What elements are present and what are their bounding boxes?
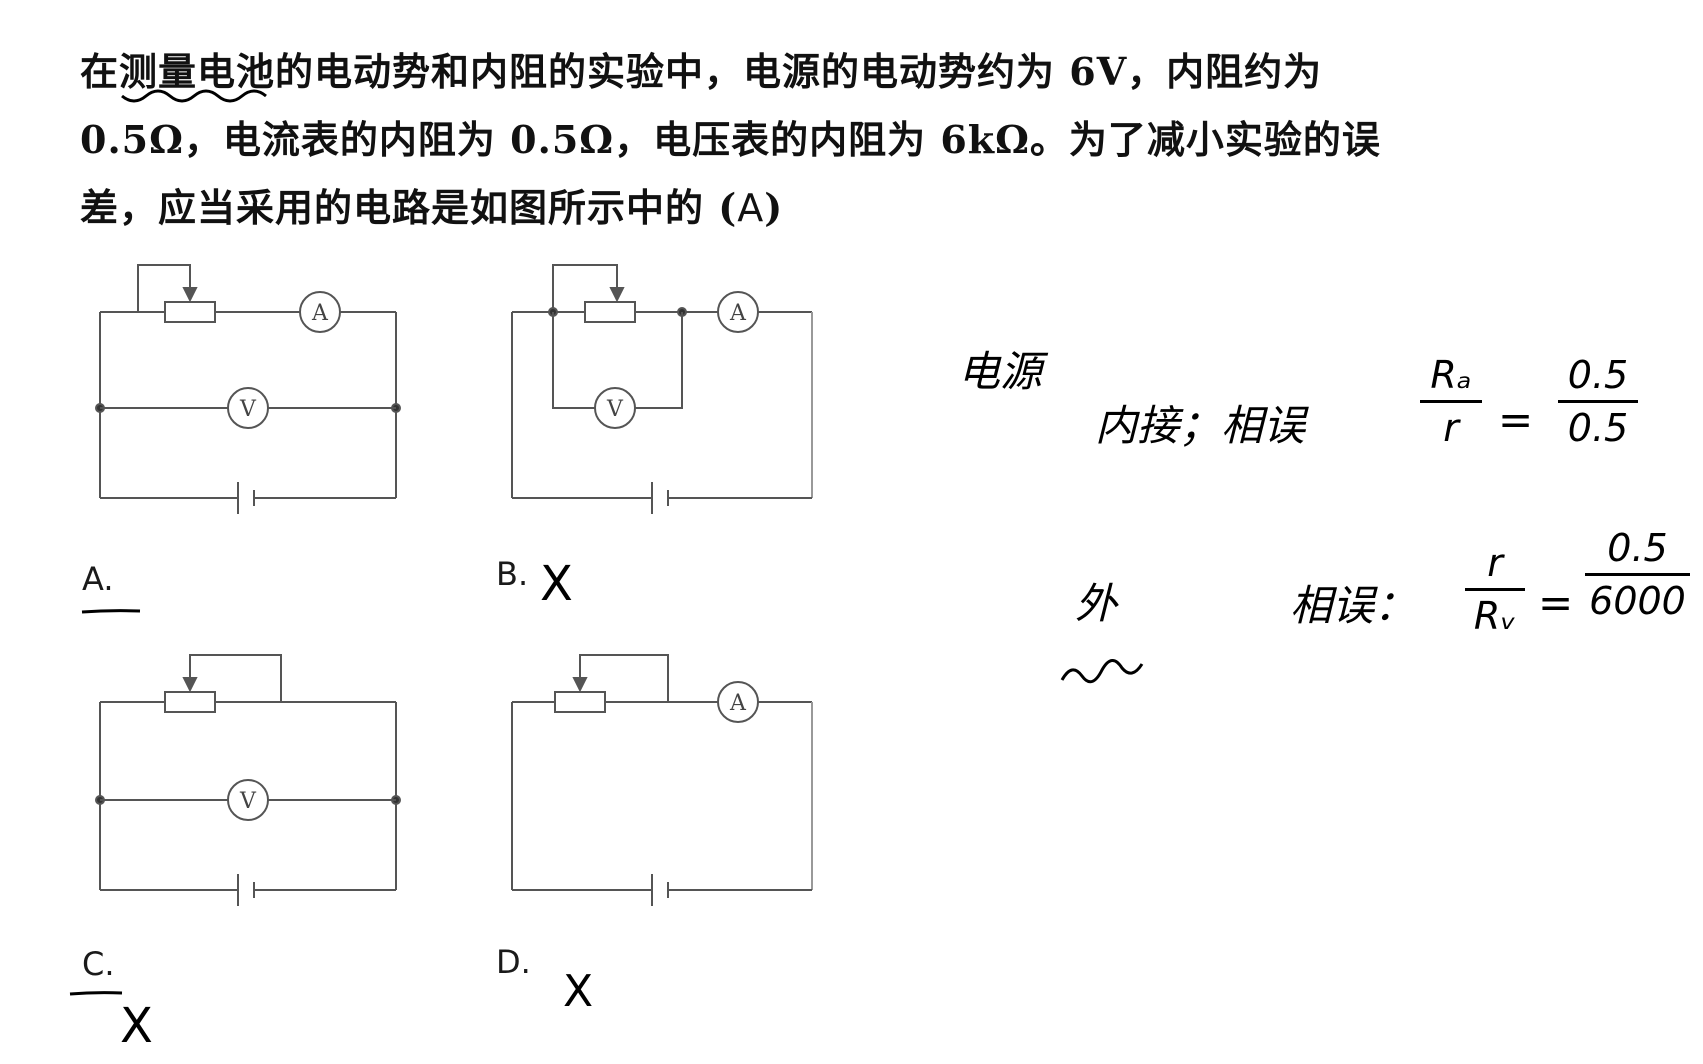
mark-d: X — [563, 966, 594, 1017]
note-external: 外 — [1075, 579, 1118, 628]
question-line3-post: ) — [764, 185, 784, 230]
frac-internal-1: Rₐ r — [1420, 352, 1482, 451]
circuit-d — [511, 654, 813, 906]
ammeter-a-label: A — [311, 301, 329, 326]
option-b-label: B. — [496, 555, 529, 593]
ammeter-d-label: A — [729, 691, 747, 716]
ammeter-a: A — [299, 291, 341, 333]
eq-internal: = — [1498, 395, 1534, 444]
ammeter-d: A — [717, 681, 759, 723]
question-line-1: 在测量电池的电动势和内阻的实验中，电源的电动势约为 6V，内阻约为 — [80, 38, 1530, 106]
frac-external-2-num: 0.5 — [1607, 526, 1668, 570]
frac-internal-2-den: 0.5 — [1567, 406, 1629, 450]
rheostat-d — [554, 691, 606, 713]
option-a-label: A. — [82, 560, 114, 598]
voltmeter-c-label: V — [239, 789, 257, 814]
rheostat-c — [164, 691, 216, 713]
frac-internal-1-den: r — [1443, 406, 1459, 450]
option-c-label: C. — [82, 945, 115, 983]
frac-internal-2-num: 0.5 — [1567, 353, 1629, 397]
question-line3-pre: 差，应当采用的电路是如图所示中的 ( — [80, 185, 738, 230]
note-external-err: 相误： — [1290, 581, 1417, 630]
ammeter-b-label: A — [729, 301, 747, 326]
note-source: 电源 — [958, 347, 1043, 396]
frac-internal-1-num: Rₐ — [1430, 353, 1472, 397]
voltmeter-b-label: V — [606, 397, 624, 422]
rheostat-b — [584, 301, 636, 323]
question-text: 在测量电池的电动势和内阻的实验中，电源的电动势约为 6V，内阻约为 0.5Ω，电… — [80, 38, 1530, 242]
voltmeter-a-label: V — [239, 397, 257, 422]
question-line1-post: 的电动势和内阻的实验中，电源的电动势约为 6V，内阻约为 — [275, 49, 1323, 94]
wavy-underline — [121, 89, 267, 103]
ammeter-b: A — [717, 291, 759, 333]
circuit-b — [511, 264, 813, 514]
squiggle-external — [1060, 659, 1144, 684]
question-line-2: 0.5Ω，电流表的内阻为 0.5Ω，电压表的内阻为 6kΩ。为了减小实验的误 — [80, 117, 1381, 162]
frac-external-1-den: Rᵥ — [1473, 594, 1517, 638]
frac-external-1: r Rᵥ — [1465, 540, 1525, 639]
question-underlined-phrase: 测量电池 — [119, 49, 276, 94]
mark-b: X — [540, 556, 573, 612]
underline-c — [69, 991, 123, 996]
frac-external-2: 0.5 6000 — [1585, 525, 1690, 624]
voltmeter-b: V — [594, 387, 636, 429]
rheostat-a — [164, 301, 216, 323]
handwritten-answer: A — [737, 186, 765, 230]
option-d-label: D. — [496, 943, 531, 981]
frac-external-2-den: 6000 — [1589, 579, 1686, 623]
voltmeter-c: V — [227, 779, 269, 821]
frac-external-1-num: r — [1487, 541, 1503, 585]
circuit-c — [95, 654, 401, 906]
circuit-a — [95, 264, 401, 514]
question-line1-pre: 在 — [80, 49, 120, 94]
note-internal: 内接；相误 — [1095, 401, 1306, 450]
frac-internal-2: 0.5 0.5 — [1558, 352, 1638, 451]
question-line-3: 差，应当采用的电路是如图所示中的 (A) — [80, 174, 1530, 242]
eq-external: = — [1538, 578, 1574, 627]
underline-a — [81, 609, 141, 614]
voltmeter-a: V — [227, 387, 269, 429]
mark-c: X — [120, 998, 153, 1054]
